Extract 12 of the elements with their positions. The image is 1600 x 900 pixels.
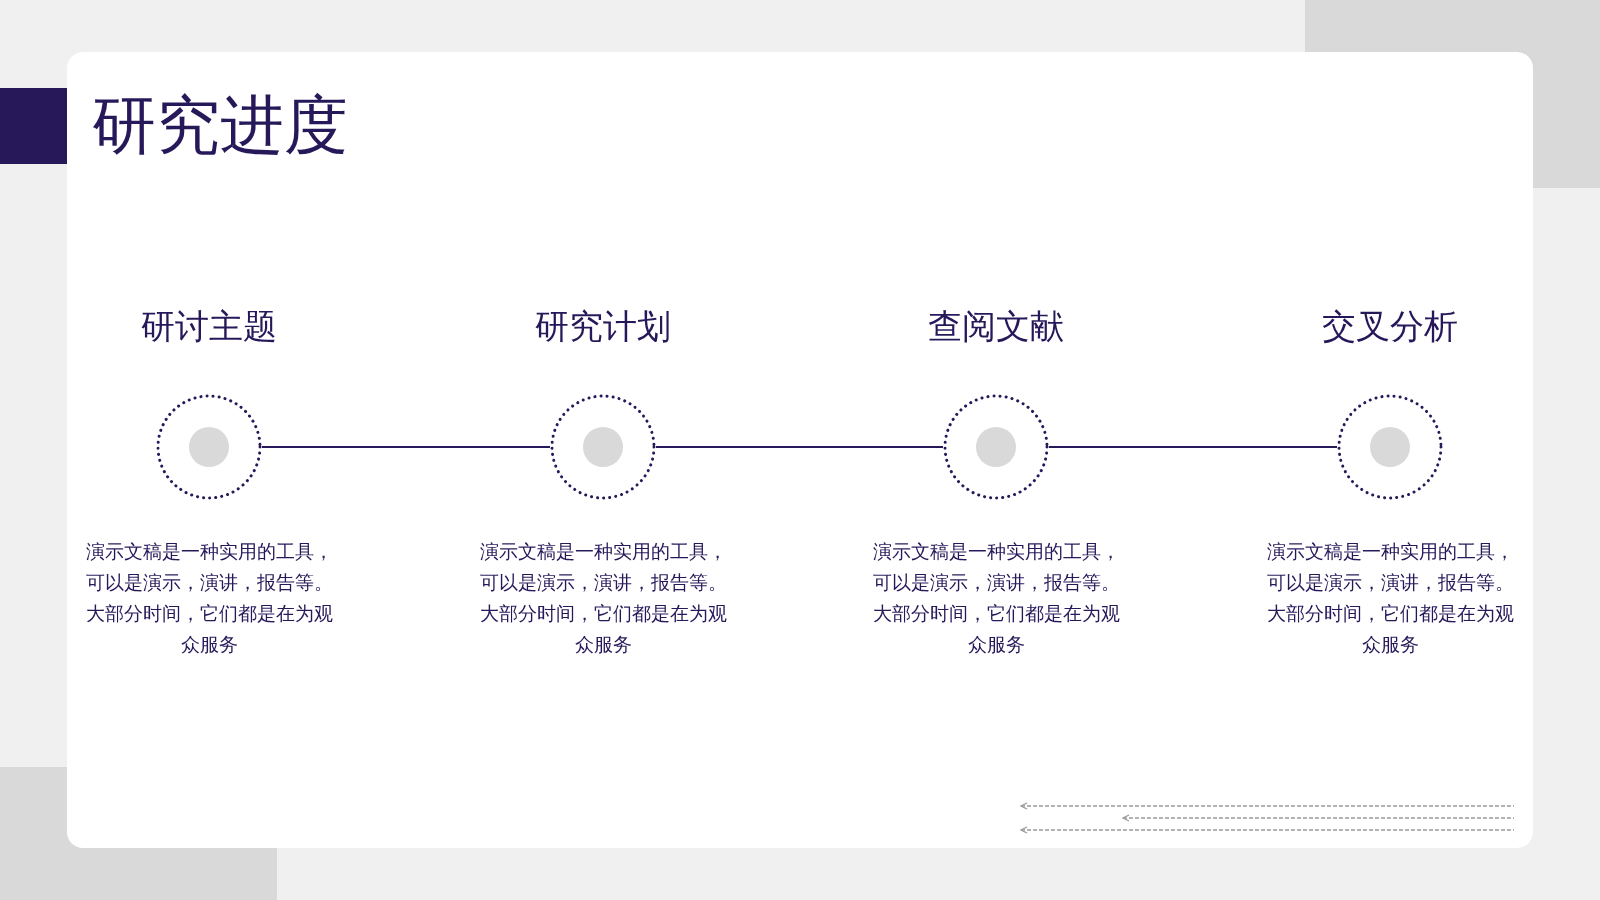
- connector-line: [655, 446, 944, 448]
- stage-heading: 研讨主题: [140, 307, 278, 347]
- connector-line: [261, 446, 551, 448]
- stage-description: 演示文稿是一种实用的工具，可以是演示，演讲，报告等。大部分时间，它们都是在为观众服务: [478, 540, 728, 657]
- stage-heading: 研究计划: [534, 307, 672, 347]
- title: 研究进度: [92, 89, 348, 163]
- stage-description: 演示文稿是一种实用的工具，可以是演示，演讲，报告等。大部分时间，它们都是在为观众服务: [871, 540, 1121, 657]
- connector-line: [1048, 446, 1338, 448]
- stage-description: 演示文稿是一种实用的工具，可以是演示，演讲，报告等。大部分时间，它们都是在为观众服务: [84, 540, 334, 657]
- stage-description: 演示文稿是一种实用的工具，可以是演示，演讲，报告等。大部分时间，它们都是在为观众服务: [1265, 540, 1515, 657]
- stage-heading: 交叉分析: [1321, 307, 1459, 347]
- stage-heading: 查阅文献: [927, 307, 1065, 347]
